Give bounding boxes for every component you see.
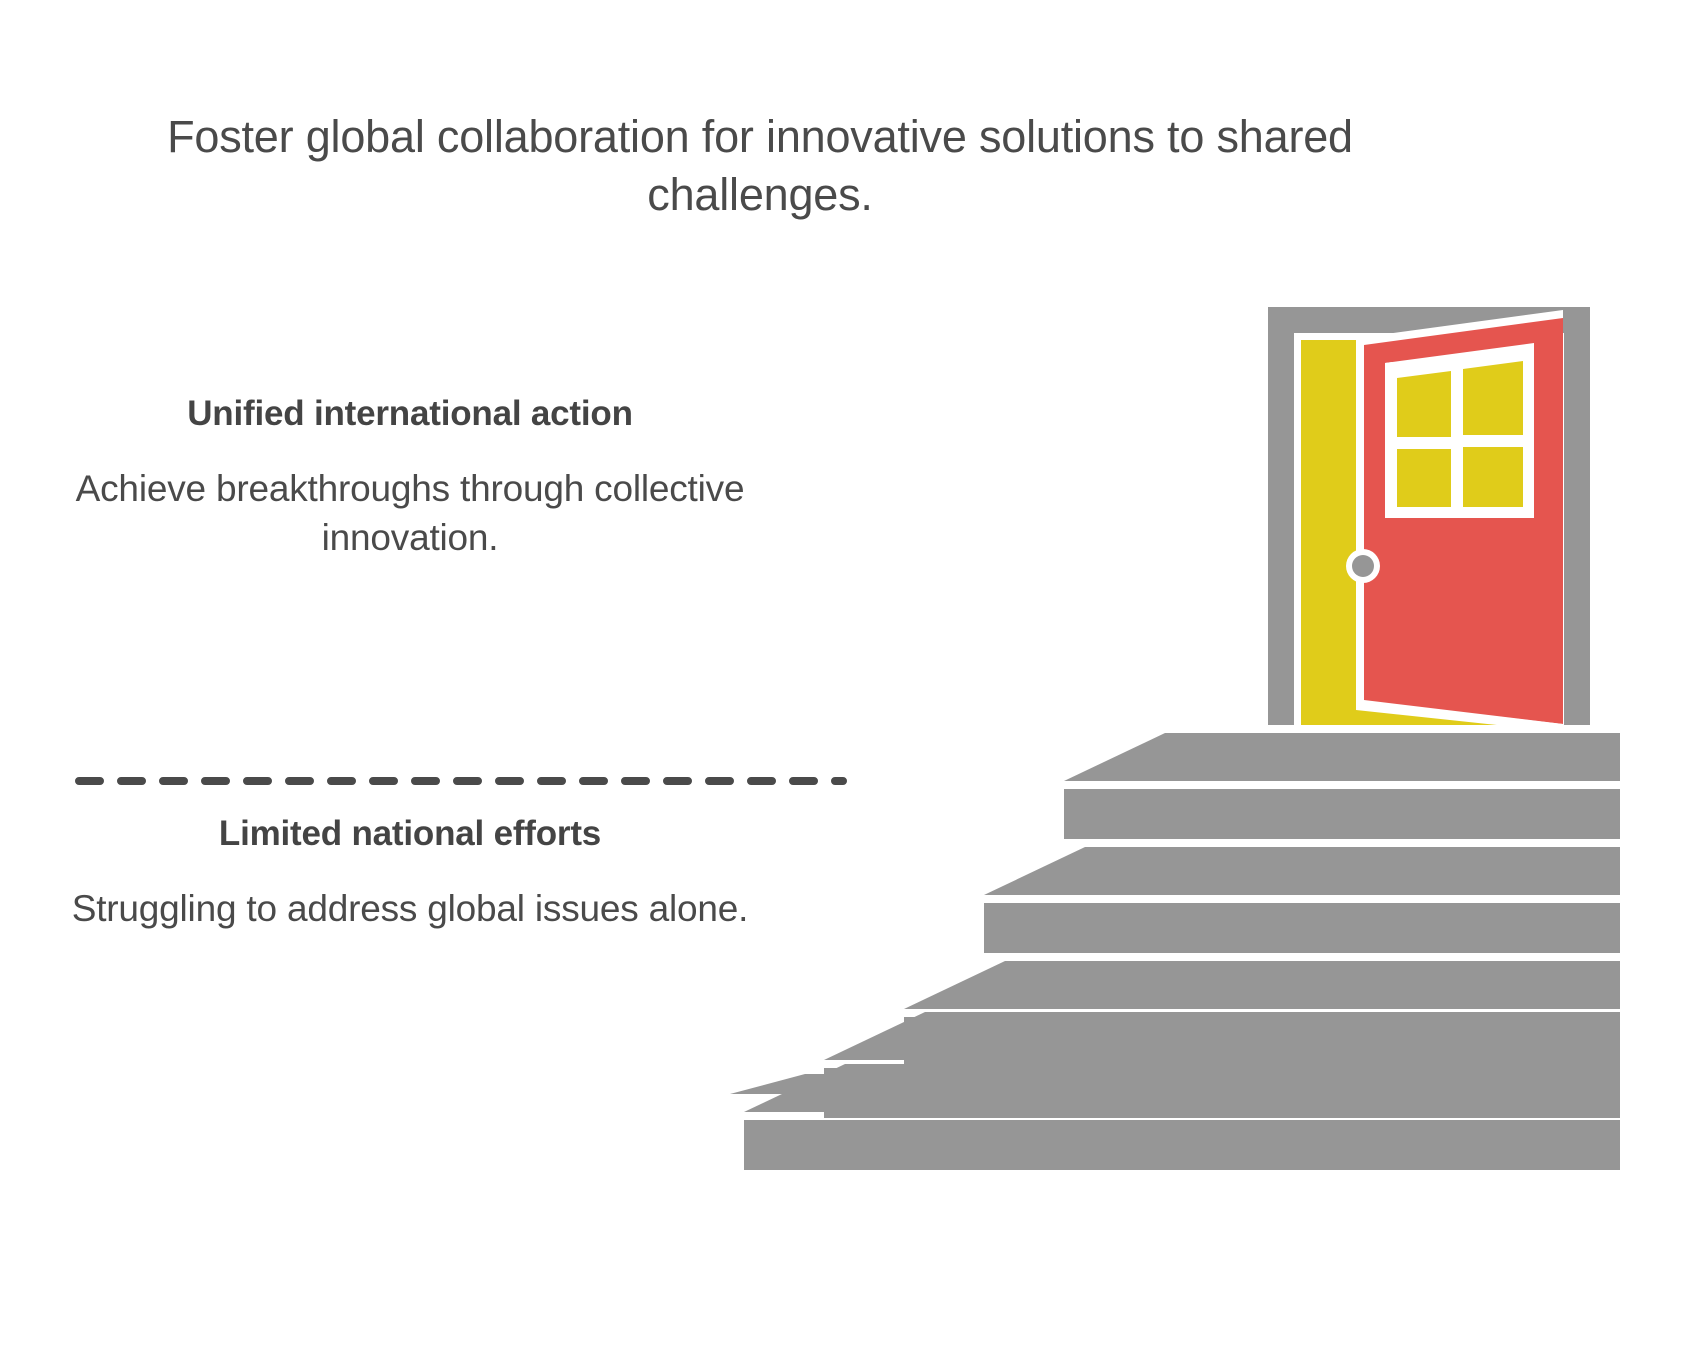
stair-tread-2	[984, 847, 1620, 895]
upper-block-title: Unified international action	[187, 394, 633, 433]
comparison-block-upper: Unified international action Achieve bre…	[30, 392, 790, 562]
staircase	[730, 733, 1620, 1170]
stair-tread-6	[730, 1074, 1620, 1094]
stair-step-2	[984, 847, 1620, 953]
stair-step-4	[824, 1012, 1620, 1118]
stair-step-6	[730, 1074, 1620, 1094]
stair-riser-2	[984, 903, 1620, 953]
stair-riser-4	[824, 1068, 1620, 1118]
comparison-block-lower: Limited national efforts Struggling to a…	[30, 812, 790, 933]
door-group	[1268, 307, 1590, 732]
door-knob	[1346, 549, 1380, 583]
door-window-panes	[1397, 361, 1523, 507]
page-title: Foster global collaboration for innovati…	[167, 111, 1353, 220]
dashed-divider	[75, 772, 847, 785]
door-window-frame	[1385, 343, 1534, 518]
stair-tread-1	[1064, 733, 1620, 781]
stair-tread-3	[904, 961, 1620, 1009]
stair-riser-3	[904, 1017, 1620, 1067]
upper-block-body: Achieve breakthroughs through collective…	[75, 468, 745, 558]
door-panel-outline	[1356, 310, 1563, 730]
stair-step-3	[904, 961, 1620, 1067]
stair-step-1	[1064, 733, 1620, 839]
stair-tread-5	[744, 1064, 1620, 1112]
door-window-inner-edge	[1385, 362, 1392, 518]
stair-riser-5	[744, 1120, 1620, 1170]
dashed-line-icon	[75, 777, 847, 785]
door-bottom-edge	[1356, 700, 1563, 732]
stair-step-5	[744, 1064, 1620, 1170]
lower-block-body: Struggling to address global issues alon…	[71, 888, 749, 929]
stair-tread-4	[824, 1012, 1620, 1060]
door-opening	[1301, 340, 1557, 725]
lower-block-title: Limited national efforts	[218, 814, 602, 853]
door-panel	[1364, 318, 1563, 724]
stair-riser-1	[1064, 789, 1620, 839]
door-frame	[1268, 307, 1590, 725]
